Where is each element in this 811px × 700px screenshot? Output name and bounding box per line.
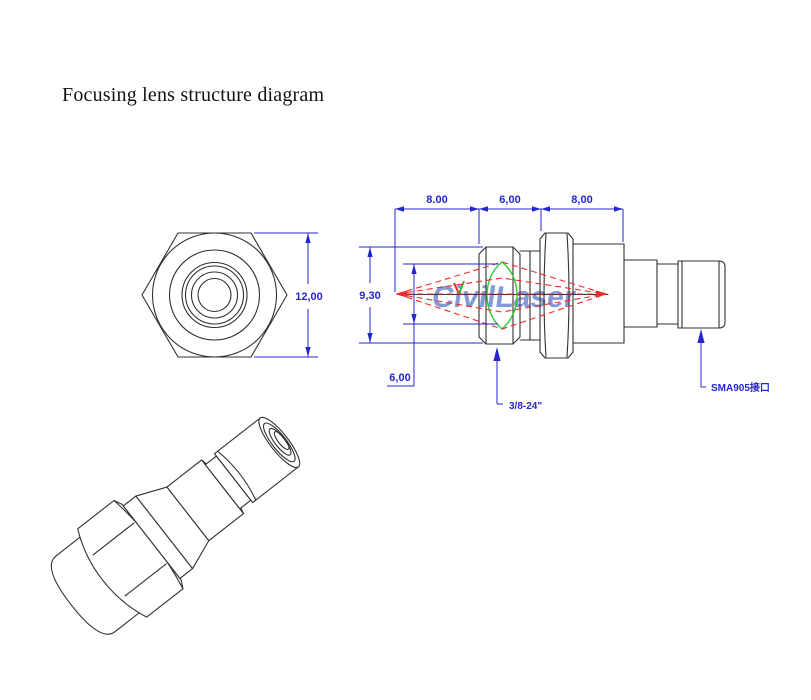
dim-label-8a: 8.00 [426,194,447,206]
hex-nut [539,232,574,359]
sma-label: SMA905接口 [711,381,770,394]
light-rays [395,261,608,330]
ray-arrow-right [596,290,608,298]
iso-hex-nut [77,499,184,618]
front-circle-2 [168,249,261,341]
front-circle-5 [190,271,239,319]
thread-arrow [493,347,501,361]
ray-arrow-left [395,290,407,298]
page-title: Focusing lens structure diagram [62,84,325,106]
front-circle-3 [181,261,248,329]
hex-body [141,232,288,358]
front-view [141,232,288,358]
watermark-v-green [458,280,465,295]
watermark: CivilLaser [430,280,578,314]
front-view-dimension: 12,00 [254,232,323,358]
sma-ferrule [677,260,726,329]
sma-arrow [697,329,705,343]
dim-label-12: 12,00 [295,291,323,303]
dim-label-930: 9,30 [359,290,380,302]
watermark-v-red [453,282,460,295]
front-circle-outer [151,232,278,358]
iso-view [50,416,301,635]
dim-label-600: 6,00 [389,372,410,384]
iso-back-cap [50,535,141,635]
side-view-dimensions: 8.00 6,00 8,00 9,30 6,00 3/8-24" [359,194,770,412]
dim-label-8b: 8,00 [571,194,592,206]
front-circle-bore [197,277,232,313]
dim-label-6a: 6,00 [499,194,520,206]
side-view [399,232,726,359]
thread-label: 3/8-24" [509,401,542,412]
front-circle-4 [184,265,245,325]
